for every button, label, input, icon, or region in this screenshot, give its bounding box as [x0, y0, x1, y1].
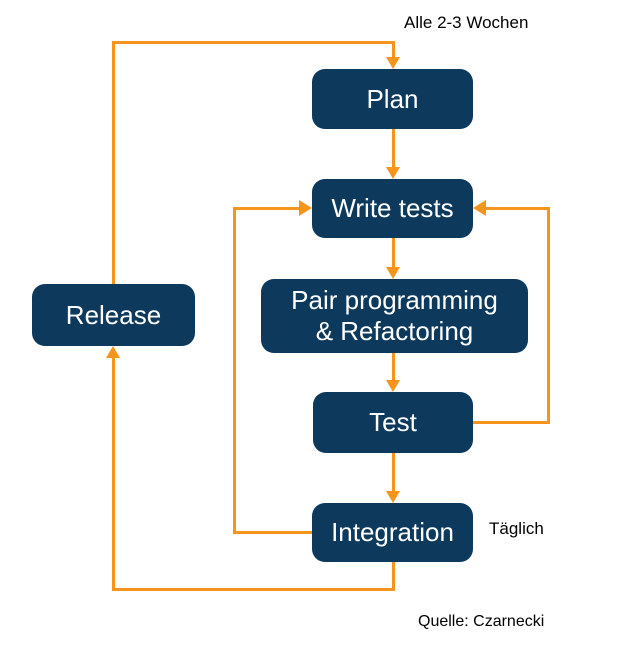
edge-release-to-plan-left-vertical	[112, 41, 115, 284]
edge-pair-to-test	[392, 353, 395, 380]
arrowhead-into-integration	[386, 491, 400, 503]
edge-test-to-write-tests-bottom-horizontal	[473, 421, 550, 424]
edge-release-to-plan-top-horizontal	[112, 41, 395, 44]
edge-test-to-write-tests-vertical	[547, 207, 550, 424]
daily-frequency-label: Täglich	[489, 519, 544, 538]
arrowhead-into-write-tests-from-integration	[299, 200, 312, 216]
arrowhead-into-write-tests-from-plan	[386, 167, 400, 179]
edge-integration-to-write-tests-vertical	[233, 207, 236, 534]
edge-release-to-plan-down-vertical	[392, 41, 395, 58]
edge-integration-to-write-tests-top-horizontal	[236, 207, 299, 210]
node-integration: Integration	[312, 503, 473, 562]
node-release: Release	[32, 284, 195, 346]
edge-integration-to-write-tests-bottom-horizontal	[233, 531, 312, 534]
node-plan: Plan	[312, 69, 473, 129]
edge-plan-to-write-tests	[392, 129, 395, 167]
edge-test-to-integration	[392, 453, 395, 491]
arrowhead-into-plan	[386, 57, 400, 69]
arrowhead-into-release	[106, 346, 120, 358]
arrowhead-into-test	[386, 380, 400, 392]
edge-integration-to-release-down-vertical	[392, 562, 395, 591]
arrowhead-into-write-tests-from-test	[473, 200, 486, 216]
node-pair-programming-refactoring: Pair programming & Refactoring	[261, 279, 528, 353]
arrowhead-into-pair	[386, 267, 400, 279]
edge-write-tests-to-pair	[392, 238, 395, 267]
edge-integration-to-release-up-vertical	[112, 358, 115, 591]
edge-integration-to-release-bottom-horizontal	[112, 588, 395, 591]
node-test: Test	[313, 392, 473, 453]
cycle-frequency-label: Alle 2-3 Wochen	[404, 13, 529, 32]
node-write-tests: Write tests	[312, 179, 473, 238]
edge-test-to-write-tests-top-horizontal	[486, 207, 550, 210]
source-credit-label: Quelle: Czarnecki	[418, 613, 545, 630]
